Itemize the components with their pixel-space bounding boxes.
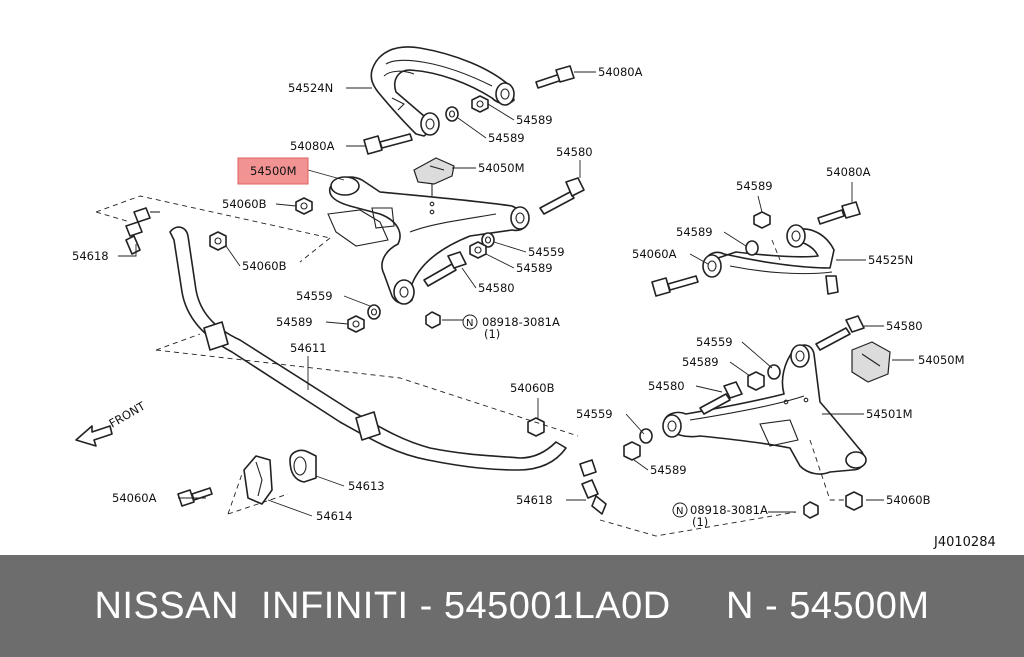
svg-text:N: N [676,506,683,517]
stabilizer-link-left [125,207,160,255]
nut-54589-r4 [623,441,641,461]
callout-54614: 54614 [316,509,353,523]
upper-link-left [370,46,515,137]
nut-08918-top [425,311,441,329]
stabilizer-link-right [579,459,607,515]
callout-54060B-bottom: 54060B [510,381,555,395]
callout-54525N: 54525N [868,253,913,267]
bracket-54614 [243,455,273,505]
callout-54618-right: 54618 [516,493,553,507]
callout-54559-r2: 54559 [576,407,613,421]
bolt-54080A-top [535,65,575,89]
callout-08918-top: 08918-3081A [482,315,560,329]
nut-54589-r1 [753,211,771,229]
callout-54589-r1: 54589 [736,179,773,193]
callout-54580-top: 54580 [556,145,593,159]
callout-08918-bottom: 08918-3081A [690,503,768,517]
highlight-box [237,157,309,185]
front-label: FRONT [107,398,149,430]
callout-54580-mid: 54580 [478,281,515,295]
nut-54060B-top [295,197,313,215]
callout-54500M: 54500M [250,164,297,178]
bushing-54613 [289,449,317,483]
nut-54060B-mid [209,231,227,251]
bolt-54060A-bottom [177,487,213,507]
upper-link-right [702,224,839,295]
callout-54589-d: 54589 [276,315,313,329]
callout-54559-a: 54559 [528,245,565,259]
caption-text: NISSAN INFINITI - 545001LA0D N - 54500M [94,585,930,627]
callout-54060A-bottom: 54060A [112,491,157,505]
callout-54060B-top: 54060B [222,197,267,211]
callout-54589-r3: 54589 [682,355,719,369]
reference-code: J4010284 [933,535,996,550]
callout-54501M: 54501M [866,407,913,421]
callout-54050M-r: 54050M [918,353,965,367]
parts-diagram: FRONT [72,46,996,550]
callout-08918-bottom-qty: (1) [692,515,708,529]
callout-54060B-r: 54060B [886,493,931,507]
washer-54559-r [767,364,781,380]
nut-54589-a [471,95,489,113]
bolt-54080A-left [363,133,413,155]
bolt-54580-top [539,177,585,215]
callout-54050M-top: 54050M [478,161,525,175]
lower-link-left [327,176,530,305]
nut-54589-r3 [747,371,765,391]
washer-54559-b [367,304,381,320]
callout-54060A-r: 54060A [632,247,677,261]
callout-08918-top-qty: (1) [484,327,500,341]
callout-54589-r4: 54589 [650,463,687,477]
callout-54611: 54611 [290,341,327,355]
diagram-svg: FRONT [72,46,996,550]
n-symbol-top: N [462,314,478,330]
callout-54080A-left: 54080A [290,139,335,153]
callout-54060B-mid: 54060B [242,259,287,273]
bolt-54580-r2 [699,381,743,415]
ball-joint-54050M-r [851,341,891,383]
nut-54589-c [469,241,487,259]
callout-54589-a: 54589 [516,113,553,127]
svg-text:N: N [466,318,473,329]
callout-54524N: 54524N [288,81,333,95]
callout-54589-b: 54589 [488,131,525,145]
callout-54613: 54613 [348,479,385,493]
nut-54060B-bottom [527,417,545,437]
callout-54080A-r: 54080A [826,165,871,179]
callout-54559-r: 54559 [696,335,733,349]
lower-link-right [662,344,867,475]
ball-joint-54050M-top [413,157,455,196]
caption-bar: NISSAN INFINITI - 545001LA0D N - 54500M [0,555,1024,657]
callout-54580-r: 54580 [886,319,923,333]
n-symbol-bottom: N [672,502,688,518]
front-direction-arrow: FRONT [75,398,149,447]
callout-54580-r2: 54580 [648,379,685,393]
nut-08918-bottom [803,501,819,519]
bolt-54580-mid [423,251,467,287]
nut-54589-d [347,315,365,333]
washer-54589-b [445,106,459,122]
callout-54559-b: 54559 [296,289,333,303]
leader-lines [118,71,914,517]
bolt-54060A-r [651,275,699,297]
bolt-54080A-r [817,201,861,225]
callout-54618-left: 54618 [72,249,109,263]
washer-54559-a [481,232,495,248]
washer-54589-r2 [745,240,759,256]
bolt-54580-r [815,315,865,351]
callout-54589-r2: 54589 [676,225,713,239]
stabilizer-bar [169,226,567,471]
guide-lines [95,195,846,537]
callout-54589-c: 54589 [516,261,553,275]
callout-labels: 54524N 54080A 54589 54589 54080A 54500M … [72,65,996,550]
nut-54060B-r [845,491,863,511]
callout-54080A-top: 54080A [598,65,643,79]
